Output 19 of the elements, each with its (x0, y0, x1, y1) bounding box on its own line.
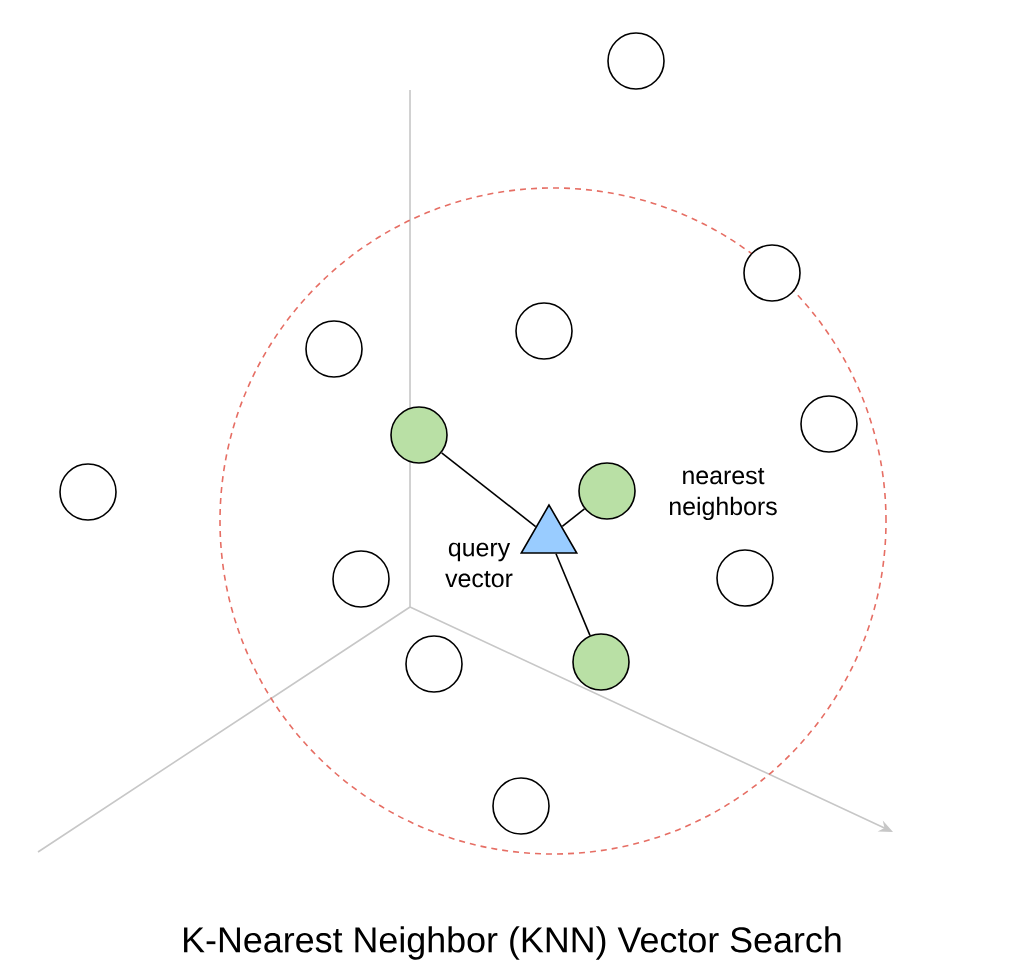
data-point (743, 244, 801, 302)
connector-line (440, 451, 537, 528)
neighbor-point (572, 633, 630, 691)
caption: K-Nearest Neighbor (KNN) Vector Search (184, 926, 841, 960)
connector-line (561, 508, 586, 528)
annotation-text: nearest neighbors (669, 467, 777, 521)
data-point (800, 395, 858, 453)
neighbor-point (578, 462, 636, 520)
point-label: query vector (445, 542, 513, 588)
data-point (332, 550, 390, 608)
data-point (492, 777, 550, 835)
data-point (59, 463, 117, 521)
data-point (305, 320, 363, 378)
data-point (515, 302, 573, 360)
data-point (607, 32, 665, 90)
data-point (716, 549, 774, 607)
data-point (405, 635, 463, 693)
connector-line (555, 553, 591, 637)
neighbor-point (390, 406, 448, 464)
